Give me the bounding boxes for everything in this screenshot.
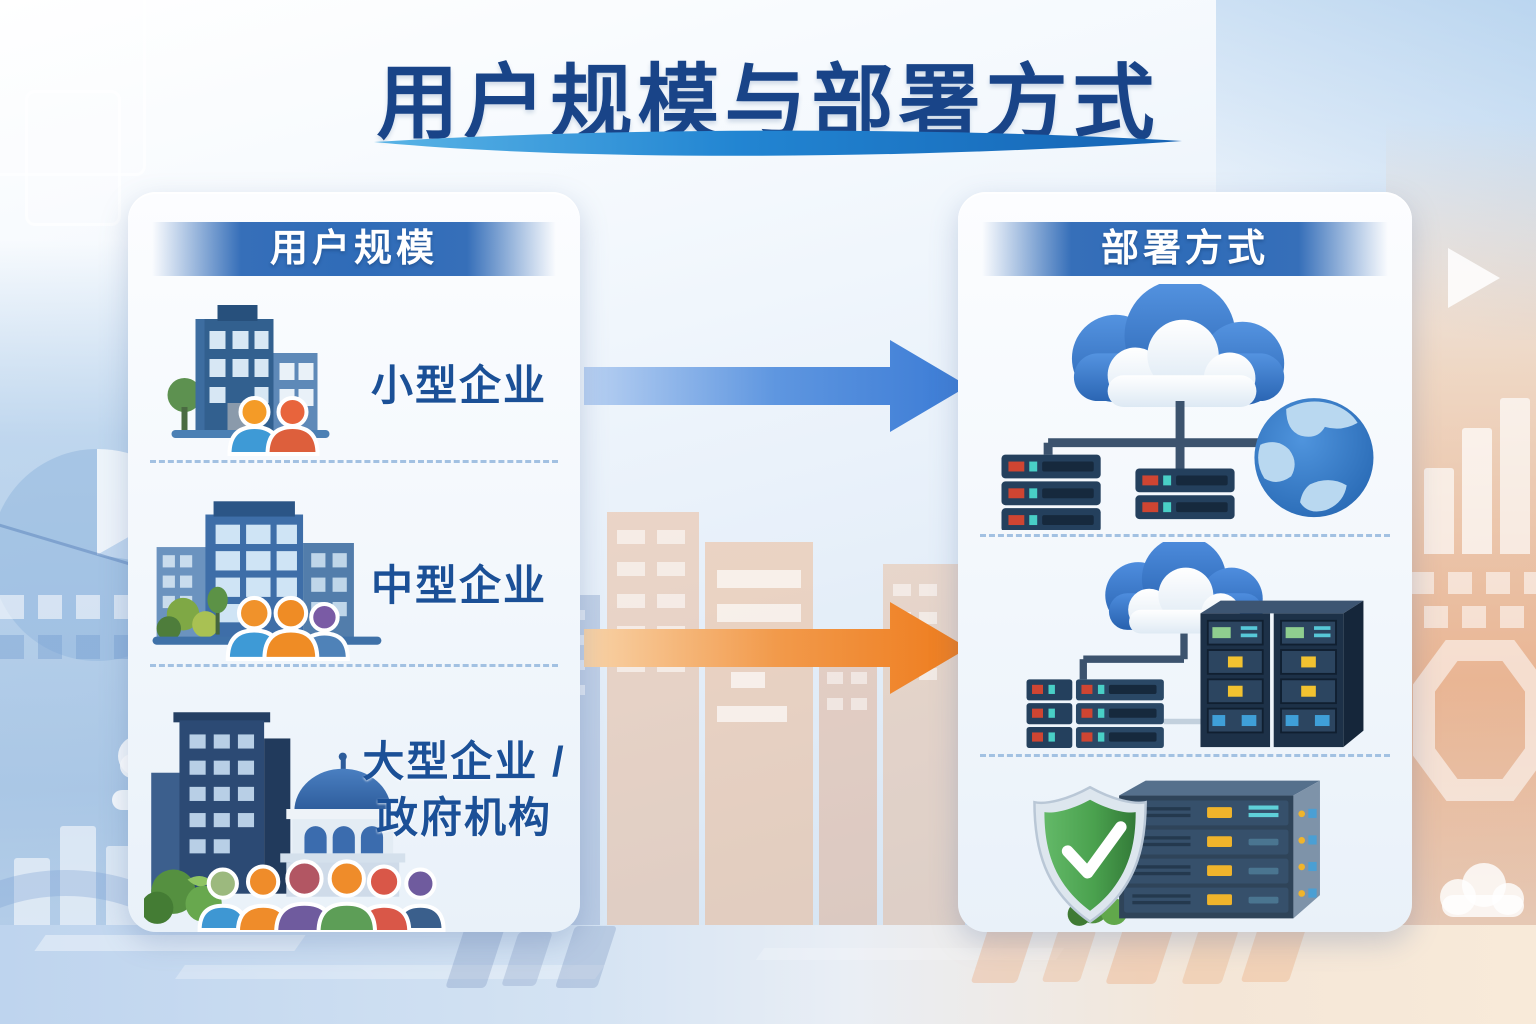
small-enterprise-icon [167,305,330,456]
bg-square-row [1410,572,1536,594]
blue-arrow [584,340,968,432]
user-scale-label-large-line1: 大型企业 / [362,738,566,785]
bg-bar [60,826,96,928]
row-divider [980,534,1390,537]
orange-arrow [584,602,968,694]
user-scale-panel-header: 用户规模 [152,222,556,276]
cloud-servers-globe-icon [1001,284,1374,530]
deployment-panel-header: 部署方式 [982,222,1388,276]
bg-bar [1462,428,1492,554]
row-divider [150,460,558,463]
user-scale-label-large-line2: 政府机构 [375,794,552,841]
user-scale-label-small: 小型企业 [371,362,548,409]
deployment-panel: 部署方式 [958,192,1412,932]
bg-bar [1500,398,1530,554]
large-enterprise-government-icon [144,712,446,932]
cloud-with-server-racks-icon [1026,542,1364,748]
row-divider [980,754,1390,757]
bg-play-triangle-icon [1448,248,1500,308]
shield-protected-server-icon [1033,780,1320,926]
title-underline-swoosh [374,130,1182,156]
medium-enterprise-icon [152,501,382,661]
bg-octagon-outline [1413,640,1536,801]
bg-bar [14,858,50,928]
bg-bar [1424,468,1454,554]
user-scale-label-medium: 中型企业 [371,562,548,609]
user-scale-panel: 用户规模 [128,192,580,932]
bg-cloud-glyph [1440,863,1524,917]
row-divider [150,664,558,667]
bg-square-row [1424,606,1536,628]
